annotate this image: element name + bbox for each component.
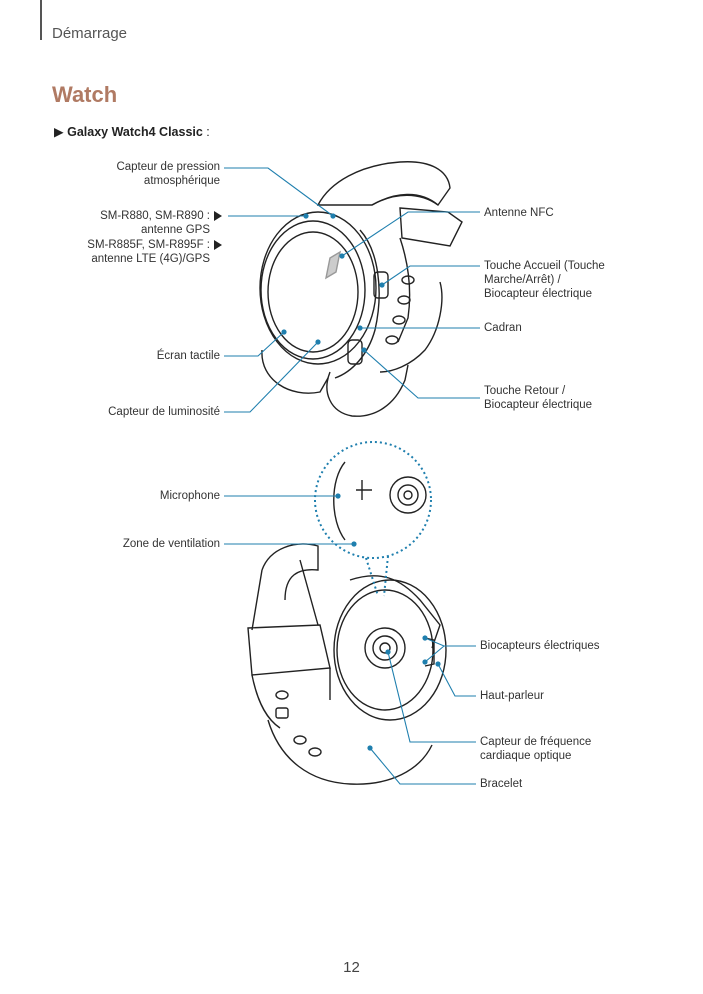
label-bio-sensors: Biocapteurs électriques	[480, 640, 600, 652]
chapter-divider	[40, 0, 42, 40]
label-gps-antenna: antenne GPS	[140, 224, 210, 236]
label-strap: Bracelet	[480, 778, 523, 790]
label-light-sensor: Capteur de luminosité	[108, 406, 220, 418]
label-vent-area: Zone de ventilation	[122, 538, 220, 550]
callout-lines	[224, 167, 480, 785]
play-arrow-icon: ▶	[54, 125, 64, 139]
page-number: 12	[343, 959, 360, 976]
label-nfc-antenna: Antenne NFC	[484, 207, 554, 219]
model-suffix: :	[202, 125, 210, 139]
lte-pointer-icon	[214, 240, 222, 250]
gps-pointer-icon	[214, 211, 222, 221]
label-microphone: Microphone	[159, 490, 220, 502]
label-heart-rate-sensor: Capteur de fréquence cardiaque optique	[480, 736, 592, 762]
callout-dots	[281, 213, 441, 751]
section-title: Watch	[52, 82, 118, 107]
label-pressure-sensor: Capteur de pression atmosphérique	[116, 161, 220, 187]
label-speaker: Haut-parleur	[480, 690, 544, 702]
label-home-key: Touche Accueil (Touche Marche/Arrêt) / B…	[484, 260, 605, 300]
back-watch-drawing	[247, 441, 447, 785]
label-lte-antenna: antenne LTE (4G)/GPS	[91, 253, 210, 265]
model-name: Galaxy Watch4 Classic	[67, 125, 203, 139]
label-back-key: Touche Retour / Biocapteur électrique	[484, 385, 593, 411]
label-touchscreen: Écran tactile	[156, 350, 220, 362]
model-heading: ▶ Galaxy Watch4 Classic :	[54, 124, 210, 139]
chapter-title: Démarrage	[52, 25, 128, 42]
label-lte-models: SM-R885F, SM-R895F :	[87, 239, 210, 251]
front-watch-drawing	[259, 161, 463, 417]
label-bezel: Cadran	[484, 322, 522, 334]
label-gps-models: SM-R880, SM-R890 :	[100, 210, 210, 222]
